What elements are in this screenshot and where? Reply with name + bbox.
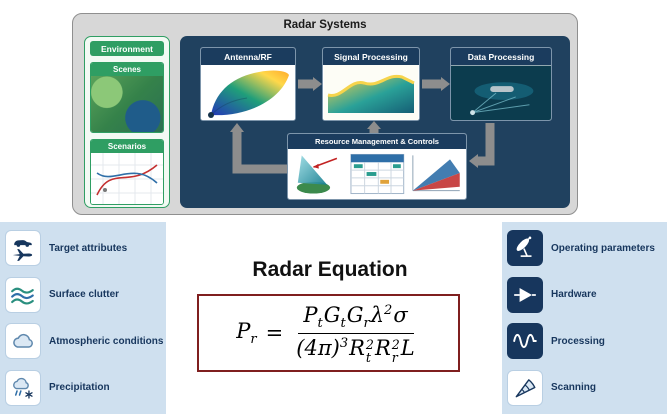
equation-token: L (400, 336, 415, 361)
equation-lhs: Pr (236, 319, 257, 347)
beam-scan-icon (507, 369, 543, 406)
car-plane-icon (5, 230, 41, 266)
plane-icon (13, 248, 33, 261)
waves-icon (5, 276, 41, 313)
equation-token: λ2 (370, 303, 393, 328)
equation-relation: = (265, 321, 284, 345)
list-item-surface-clutter: Surface clutter (5, 276, 161, 313)
list-item-target-attributes: Target attributes (5, 230, 161, 266)
signal-surface-plot-thumbnail (323, 65, 419, 120)
panel-item-label: Scanning (551, 382, 597, 394)
equation-token: Pt (303, 303, 323, 332)
list-item-hardware: Hardware (507, 276, 662, 313)
stage-antenna-rf-title: Antenna/RF (201, 48, 295, 65)
panel-item-label: Hardware (551, 289, 597, 301)
equation-token: Gr (346, 303, 370, 332)
radar-pipeline-box: Antenna/RF Signal Processing (180, 36, 570, 208)
trajectory-plot-thumbnail (91, 153, 163, 204)
car-icon (14, 239, 32, 247)
antenna-dish-icon (507, 230, 543, 266)
panel-item-label: Atmospheric conditions (49, 335, 164, 347)
panel-item-label: Precipitation (49, 382, 110, 394)
terrain-scene-thumbnail (91, 76, 163, 132)
panel-item-label: Operating parameters (551, 242, 655, 254)
resource-management-title: Resource Management & Controls (288, 134, 466, 149)
system-factors-panel: Operating parameters Hardware Processing (502, 222, 667, 414)
environment-title: Environment (90, 41, 164, 56)
resource-management-box: Resource Management & Controls (287, 133, 467, 200)
resource-schedule-thumbnail (348, 151, 406, 197)
arrow-controller-to-antenna (232, 132, 287, 174)
panel-item-label: Processing (551, 335, 605, 347)
list-item-scanning: Scanning (507, 369, 662, 406)
undersea-scene-thumbnail (451, 65, 551, 120)
scenarios-card: Scenarios (90, 139, 164, 205)
cloud-icon (5, 323, 41, 360)
equation-title: Radar Equation (252, 258, 408, 281)
stage-signal-processing: Signal Processing (322, 47, 420, 121)
panel-item-label: Surface clutter (49, 289, 120, 301)
equation-token: σ (393, 303, 408, 328)
list-item-atmospheric-conditions: Atmospheric conditions (5, 323, 164, 360)
list-item-operating-parameters: Operating parameters (507, 230, 662, 266)
antenna-radiation-pattern-thumbnail (201, 65, 295, 120)
resource-management-thumbnails (288, 149, 466, 199)
stage-data-processing-title: Data Processing (451, 48, 551, 65)
coverage-chart-thumbnail (407, 151, 465, 197)
list-item-precipitation: Precipitation (5, 369, 161, 406)
equation-token: (4π)3 (296, 336, 349, 361)
arrow-data-to-controller (478, 123, 495, 166)
equation-token: Gt (323, 303, 346, 332)
scenes-card-title: Scenes (91, 63, 163, 76)
beam-steering-thumbnail (290, 151, 347, 197)
waveform-icon (507, 323, 543, 360)
snow-rain-icon (5, 369, 41, 406)
environment-factors-panel: Target attributes Surface clutter Atmosp… (0, 222, 166, 414)
panel-item-label: Target attributes (49, 242, 128, 254)
stage-antenna-rf: Antenna/RF (200, 47, 296, 121)
stage-signal-processing-title: Signal Processing (323, 48, 419, 65)
amplifier-icon (507, 276, 543, 313)
scenes-card: Scenes (90, 62, 164, 133)
radar-systems-title: Radar Systems (283, 19, 367, 31)
equation-token: Pr (236, 318, 257, 348)
stage-data-processing: Data Processing (450, 47, 552, 121)
list-item-processing: Processing (507, 323, 662, 360)
scenarios-card-title: Scenarios (91, 140, 163, 153)
